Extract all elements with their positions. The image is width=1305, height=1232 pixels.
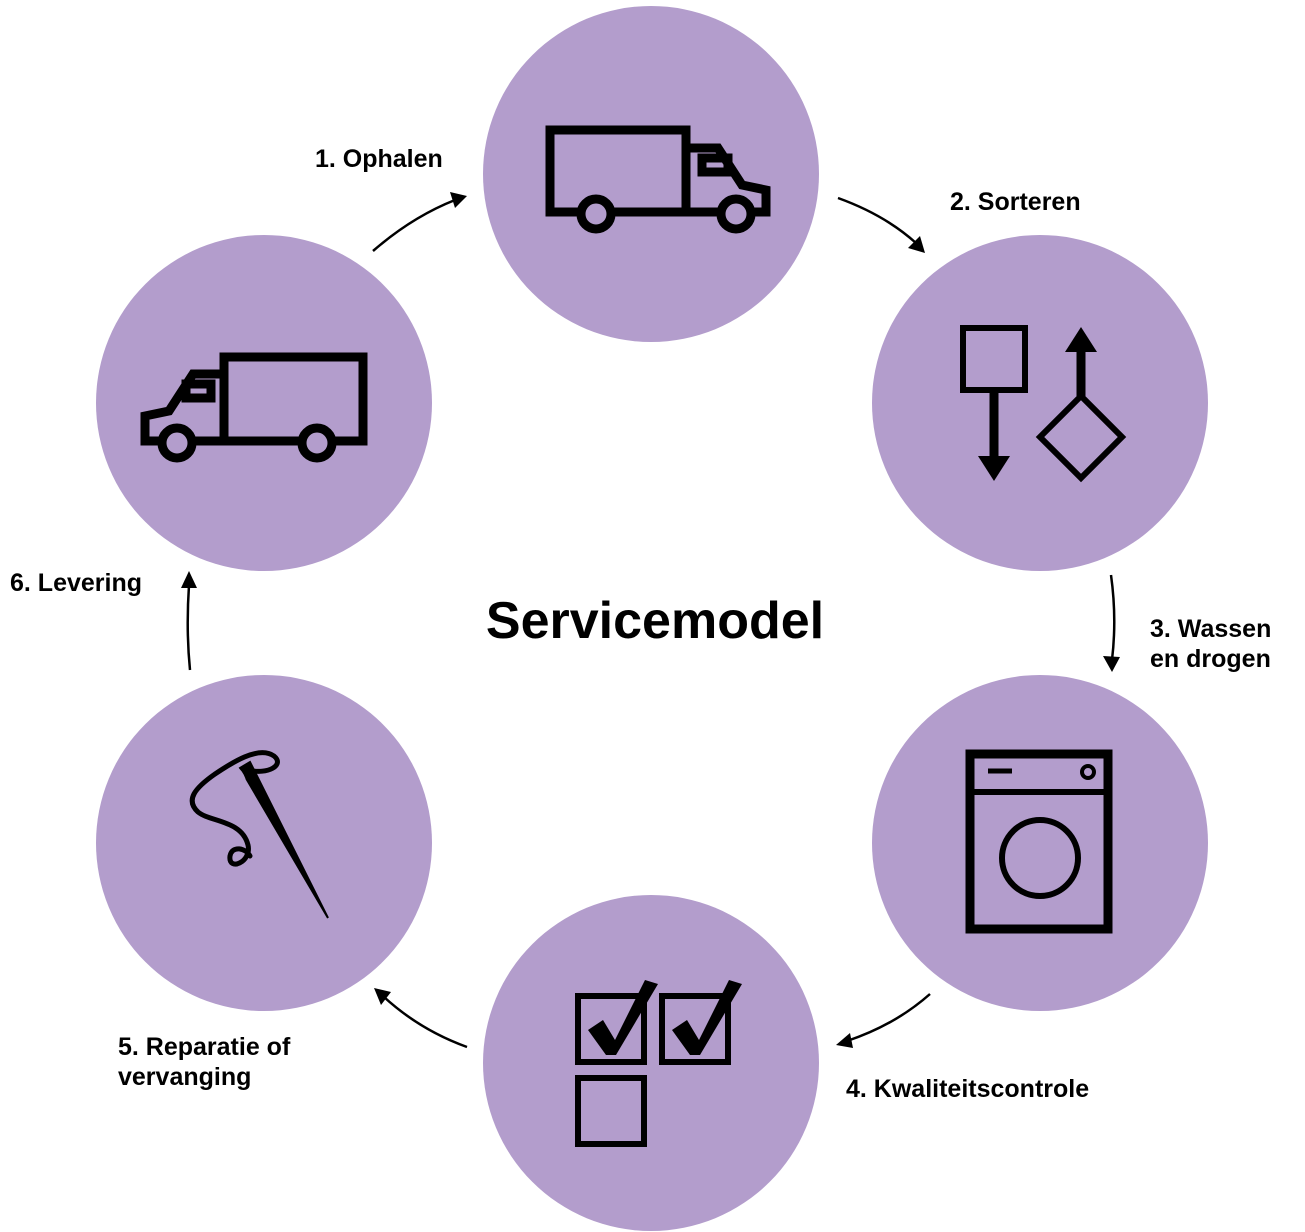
- diagram-title: Servicemodel: [485, 592, 825, 650]
- step-label-levering: 6. Levering: [10, 569, 142, 597]
- needle-thread-icon: [189, 750, 329, 919]
- step-label-sorteren: 2. Sorteren: [950, 188, 1081, 216]
- arrow-reparatie-to-levering: [181, 571, 197, 671]
- checklist-icon: [575, 980, 742, 1147]
- sorting-icon: [960, 325, 1127, 483]
- step-circle-wassen: [872, 675, 1208, 1011]
- step-label-reparatie: 5. Reparatie of vervanging: [118, 1033, 291, 1091]
- step-label-kwaliteitscontrole: 4. Kwaliteitscontrole: [846, 1075, 1090, 1103]
- step-circle-ophalen: [483, 6, 819, 342]
- arrow-wassen-to-kwaliteit: [836, 993, 931, 1048]
- step-label-ophalen: 1. Ophalen: [315, 145, 443, 173]
- arrow-sorteren-to-wassen: [1103, 574, 1120, 672]
- arrow-ophalen-to-sorteren: [837, 196, 925, 253]
- step-circle-sorteren: [872, 235, 1208, 571]
- step-label-wassen: 3. Wassen en drogen: [1150, 615, 1272, 673]
- step-circle-levering: [96, 235, 432, 571]
- arrow-levering-to-ophalen: [372, 192, 467, 252]
- step-circle-reparatie: [96, 675, 432, 1011]
- delivery-truck-icon: [140, 352, 368, 463]
- arrow-kwaliteit-to-reparatie: [374, 988, 468, 1049]
- truck-icon: [545, 125, 771, 234]
- step-circle-kwaliteitscontrole: [483, 895, 819, 1231]
- washing-machine-icon: [965, 749, 1113, 934]
